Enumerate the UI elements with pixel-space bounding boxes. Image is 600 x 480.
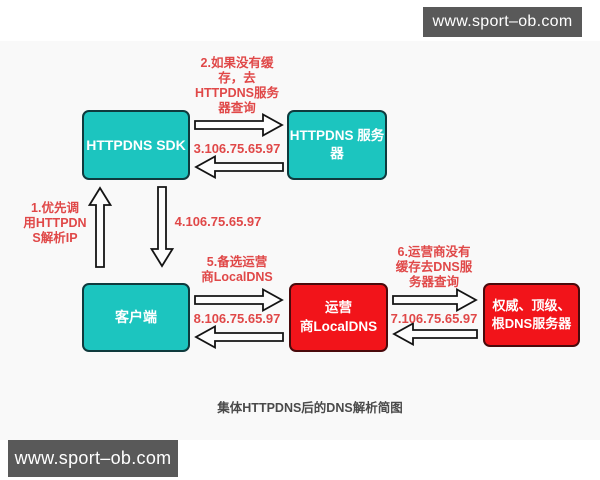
box-httpdns-server-label: HTTPDNS 服务 器 <box>289 127 385 161</box>
arrow-left-rootdns-to-localdns-icon <box>392 322 478 346</box>
diagram-caption: 集体HTTPDNS后的DNS解析简图 <box>217 401 403 415</box>
box-client-label: 客户端 <box>115 309 157 326</box>
arrow-left-localdns-to-client-icon <box>194 325 284 349</box>
arrow-up-client-to-sdk-icon <box>87 186 113 268</box>
box-httpdns-server: HTTPDNS 服务 器 <box>287 110 387 180</box>
box-isp-localdns: 运营 商LocalDNS <box>289 283 388 352</box>
box-root-dns: 权威、顶级、 根DNS服务器 <box>483 283 580 347</box>
annotation-step3-ip: 3.106.75.65.97 <box>193 141 281 156</box>
annotation-step8-ip: 8.106.75.65.97 <box>193 311 281 326</box>
annotation-step1: 1.优先调 用HTTPDN S解析IP <box>23 201 87 245</box>
box-httpdns-sdk: HTTPDNS SDK <box>82 110 190 180</box>
annotation-step6: 6.运营商没有 缓存去DNS服 务器查询 <box>395 245 473 289</box>
annotation-step7-ip: 7.106.75.65.97 <box>390 311 478 326</box>
annotation-step4-ip: 4.106.75.65.97 <box>174 214 262 229</box>
box-httpdns-sdk-label: HTTPDNS SDK <box>86 136 186 153</box>
arrow-left-server-to-sdk-icon <box>194 155 284 179</box>
arrow-down-sdk-to-client-icon <box>149 186 175 268</box>
box-client: 客户端 <box>82 283 190 352</box>
arrow-right-client-to-localdns-icon <box>194 288 284 312</box>
watermark-bottom: www.sport–ob.com <box>8 440 178 477</box>
arrow-right-localdns-to-rootdns-icon <box>392 288 478 312</box>
box-isp-localdns-label: 运营 商LocalDNS <box>299 300 378 334</box>
arrow-right-sdk-to-server-icon <box>194 113 284 137</box>
annotation-step5: 5.备选运营 商LocalDNS <box>201 255 273 284</box>
annotation-step2: 2.如果没有缓 存，去 HTTPDNS服务 器查询 <box>194 56 280 115</box>
box-root-dns-label: 权威、顶级、 根DNS服务器 <box>491 298 572 331</box>
watermark-top: www.sport–ob.com <box>423 7 582 37</box>
